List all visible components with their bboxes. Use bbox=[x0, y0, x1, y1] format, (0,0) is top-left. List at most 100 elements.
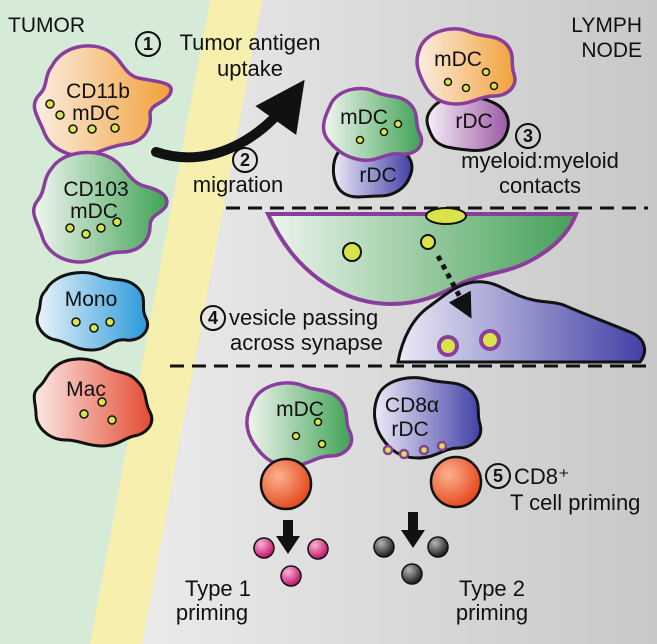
step-4-label-line2: across synapse bbox=[230, 330, 383, 355]
vesicle bbox=[87, 124, 97, 134]
type1-cell bbox=[253, 537, 275, 559]
tumor-cd11b-mdc: CD11b mDC bbox=[32, 44, 173, 158]
macrophage-vesicles bbox=[79, 397, 117, 425]
synapse-mdc-vesicle bbox=[342, 242, 362, 262]
migration-arrow bbox=[151, 79, 305, 163]
type2-primed-cells bbox=[373, 536, 449, 585]
vesicle-transfer-arrow bbox=[435, 254, 472, 319]
type1-primed-cells bbox=[253, 537, 329, 587]
vesicle bbox=[317, 439, 327, 449]
lymph-mdc-rdc-pair-left: mDC rDC bbox=[321, 86, 424, 199]
priming-mdc-group: mDC bbox=[245, 381, 354, 511]
vesicle bbox=[418, 444, 430, 456]
vesicle bbox=[398, 448, 410, 460]
tumor-cd103-mdc: CD103 mDC bbox=[32, 150, 169, 264]
step-2-number: 2 bbox=[240, 150, 250, 170]
lymph-rdc-right-label: rDC bbox=[455, 110, 492, 133]
synapse-mdc-vesicle-edge bbox=[425, 207, 467, 225]
synapse-rdc-vesicle bbox=[437, 335, 459, 357]
step-4-badge bbox=[200, 305, 226, 331]
macrophage-label: Mac bbox=[66, 378, 106, 401]
priming-mdc-body bbox=[245, 381, 354, 468]
cd103-mdc-label-line2: mDC bbox=[70, 200, 118, 223]
step-2-label: migration bbox=[193, 172, 283, 197]
vesicle bbox=[443, 77, 453, 87]
vesicle bbox=[355, 135, 365, 145]
lymph-node-label-line2: NODE bbox=[581, 39, 642, 62]
vesicle bbox=[45, 99, 55, 109]
priming-rdc-body bbox=[373, 376, 483, 460]
type2-down-arrow bbox=[401, 512, 425, 548]
type1-cell bbox=[280, 565, 302, 587]
vesicle bbox=[110, 123, 120, 133]
step-5-badge bbox=[485, 463, 511, 489]
type2-priming-label-line2: priming bbox=[456, 600, 528, 625]
priming-mdc-vesicles bbox=[291, 417, 327, 449]
step-1-badge bbox=[135, 31, 161, 57]
vesicle bbox=[71, 317, 81, 327]
step-4-label-line1: vesicle passing bbox=[229, 305, 378, 330]
tumor-macrophage: Mac bbox=[32, 357, 154, 448]
step-5-number: 5 bbox=[493, 466, 503, 486]
vesicle bbox=[81, 229, 91, 239]
vesicle bbox=[382, 444, 394, 456]
lymph-mdc-right-label: mDC bbox=[434, 48, 482, 71]
lymph-mdc-left-vesicles bbox=[355, 119, 403, 145]
vesicle bbox=[79, 409, 89, 419]
synapse-rdc-vesicle bbox=[479, 329, 501, 351]
cd103-mdc-vesicles bbox=[65, 217, 122, 239]
step-2-badge bbox=[232, 147, 258, 173]
step-1-label-line2: uptake bbox=[217, 56, 283, 81]
type2-priming-label-line1: Type 2 bbox=[459, 576, 525, 601]
step-3-number: 3 bbox=[523, 126, 533, 146]
type1-priming-label-line2: priming bbox=[176, 600, 248, 625]
priming-rdc-vesicles bbox=[382, 440, 448, 460]
priming-rdc-label-line2: rDC bbox=[391, 418, 428, 441]
vesicle bbox=[313, 417, 323, 427]
cd11b-mdc-vesicles bbox=[45, 99, 120, 134]
vesicle bbox=[65, 223, 75, 233]
step-3-label-line1: myeloid:myeloid bbox=[461, 148, 619, 173]
priming-rdc-label-line1: CD8α bbox=[385, 394, 439, 417]
type1-arrow-head bbox=[276, 536, 300, 554]
type1-down-arrow bbox=[276, 520, 300, 554]
lymph-mdc-left-label: mDC bbox=[340, 106, 388, 129]
step-1-label-line1: Tumor antigen bbox=[179, 30, 320, 55]
cd103-mdc-body bbox=[32, 150, 169, 264]
vesicle bbox=[379, 127, 389, 137]
vesicle bbox=[105, 317, 115, 327]
macrophage-body bbox=[32, 357, 154, 448]
vesicle bbox=[97, 397, 107, 407]
vesicle bbox=[461, 83, 471, 93]
tumor-boundary-band bbox=[90, 0, 262, 644]
cd103-mdc-label-line1: CD103 bbox=[63, 178, 128, 201]
lymph-node-label-line1: LYMPH bbox=[571, 14, 642, 37]
step-3-badge bbox=[515, 123, 541, 149]
cd11b-mdc-label-line2: mDC bbox=[72, 102, 120, 125]
type2-arrow-shaft bbox=[408, 512, 418, 532]
tumor-monocyte: Mono bbox=[35, 271, 149, 352]
vesicle bbox=[291, 431, 301, 441]
lymph-mdc-right-vesicles bbox=[443, 67, 499, 93]
priming-rdc-group: CD8α rDC bbox=[373, 376, 483, 509]
tumor-region-label: TUMOR bbox=[8, 14, 85, 37]
type2-arrow-head bbox=[401, 530, 425, 548]
step-1-number: 1 bbox=[143, 34, 153, 54]
synapse-mdc-vesicle bbox=[420, 234, 436, 250]
vesicle bbox=[96, 223, 106, 233]
monocyte-vesicles bbox=[71, 317, 115, 333]
synapse-mdc-membrane bbox=[264, 212, 579, 307]
step-3-label-line2: contacts bbox=[499, 173, 581, 198]
type1-cell bbox=[307, 538, 329, 560]
lymph-mdc-rdc-pair-right: mDC rDC bbox=[415, 27, 517, 152]
monocyte-body bbox=[35, 271, 149, 352]
type1-priming-label-line1: Type 1 bbox=[185, 576, 251, 601]
vesicle bbox=[481, 67, 491, 77]
step-5-label-line2: T cell priming bbox=[510, 490, 640, 515]
vesicle bbox=[393, 119, 403, 129]
vesicle bbox=[112, 217, 122, 227]
type2-cell bbox=[401, 563, 423, 585]
type2-cell bbox=[373, 536, 395, 558]
priming-t-cell-1 bbox=[259, 457, 313, 511]
